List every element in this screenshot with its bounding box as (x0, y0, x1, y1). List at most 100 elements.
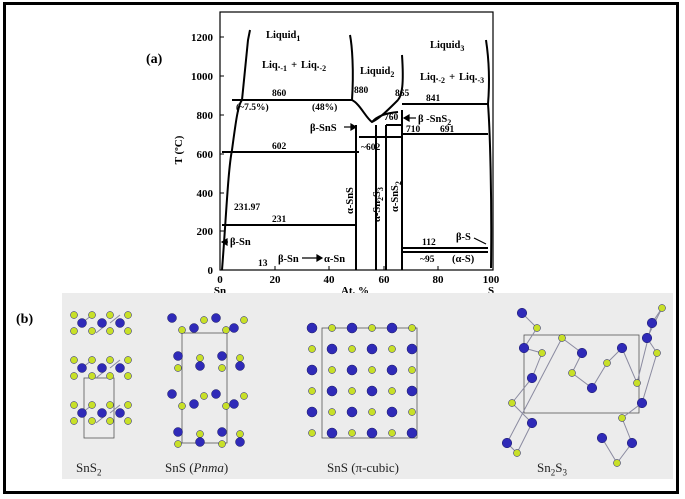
tin-atom (217, 351, 227, 361)
svg-text:Liq.-1+Liq.-2: Liq.-1+Liq.-2 (262, 60, 326, 73)
tin-atom (189, 323, 199, 333)
miscibility-right-1 (349, 34, 354, 101)
miscibility-2 (397, 54, 404, 101)
tin-atom (173, 427, 183, 437)
tin-atom (235, 437, 245, 447)
sulfur-atom (70, 417, 78, 425)
bond (109, 404, 121, 414)
sulfur-atom (368, 324, 376, 332)
svg-text:~602: ~602 (361, 143, 380, 153)
sulfur-atom (240, 392, 248, 400)
svg-text:α-SnS2: α-SnS2 (390, 181, 403, 212)
tin-atom (306, 364, 318, 376)
tin-atom (326, 385, 338, 397)
figure-frame (3, 2, 679, 494)
bond (109, 359, 121, 369)
sulfur-atom (538, 349, 546, 357)
tin-atom (366, 427, 378, 439)
x-tick-60: 60 (379, 274, 391, 286)
sulfur-atom (174, 364, 182, 372)
svg-text:13: 13 (258, 259, 268, 269)
bond (109, 314, 121, 324)
svg-text:(48%): (48%) (312, 102, 337, 113)
sulfur-atom (178, 402, 186, 410)
sulfur-atom (308, 387, 316, 395)
sulfur-atom (70, 311, 78, 319)
sulfur-atom (388, 429, 396, 437)
y-tick-600: 600 (197, 149, 214, 161)
svg-text:Liquid2: Liquid2 (360, 66, 394, 79)
sulfur-atom (388, 387, 396, 395)
sulfur-atom (328, 366, 336, 374)
sulfur-atom (513, 449, 521, 457)
tin-atom (366, 385, 378, 397)
sulfur-atom (408, 324, 416, 332)
svg-text:β-S: β-S (456, 232, 471, 243)
caption-sns-cubic: SnS (π-cubic) (327, 460, 399, 475)
y-tick-0: 0 (208, 265, 214, 277)
sulfur-atom (348, 429, 356, 437)
tin-atom (167, 313, 177, 323)
sulfur-atom (124, 356, 132, 364)
liquidus-right (487, 103, 493, 269)
sulfur-atom (222, 402, 230, 410)
sulfur-atom (106, 311, 114, 319)
sulfur-atom (106, 372, 114, 380)
y-axis-label: T (ºC) (173, 135, 185, 164)
sulfur-atom (196, 354, 204, 362)
tin-atom (406, 385, 418, 397)
svg-text:Liq.-2+Liq.-3: Liq.-2+Liq.-3 (420, 72, 484, 85)
sulfur-atom (348, 387, 356, 395)
caption-sns2: SnS2 (76, 460, 102, 478)
tin-atom (386, 364, 398, 376)
sulfur-atom (178, 326, 186, 334)
liquidus-left (221, 99, 243, 271)
sulfur-atom (196, 430, 204, 438)
tin-atom (77, 408, 87, 418)
y-tick-800: 800 (197, 110, 214, 122)
svg-text:β -SnS2: β -SnS2 (418, 114, 451, 127)
sulfur-atom (603, 359, 611, 367)
sulfur-atom (658, 304, 666, 312)
bond (641, 352, 658, 404)
tin-atom (406, 343, 418, 355)
tin-atom (576, 347, 588, 359)
sulfur-atom (70, 372, 78, 380)
sulfur-atom (218, 440, 226, 448)
panel-b-label: (b) (16, 312, 34, 327)
sulfur-atom (328, 324, 336, 332)
sulfur-atom (200, 316, 208, 324)
tin-atom (346, 322, 358, 334)
svg-text:β-SnS: β-SnS (310, 123, 337, 134)
y-tick-200: 200 (197, 226, 214, 238)
x-tick-40: 40 (324, 274, 336, 286)
tin-atom (211, 313, 221, 323)
sulfur-atom (368, 366, 376, 374)
bond (511, 377, 533, 404)
x-tick-20: 20 (270, 274, 282, 286)
sulfur-atom (124, 401, 132, 409)
sulfur-atom (613, 459, 621, 467)
caption-sns-pnma: SnS (Pnma) (165, 460, 229, 475)
tin-atom (167, 389, 177, 399)
unit-cell (83, 377, 115, 439)
sulfur-atom (348, 345, 356, 353)
unit-cell (181, 332, 228, 444)
tin-atom (526, 372, 538, 384)
sulfur-atom (88, 372, 96, 380)
svg-text:(~7.5%): (~7.5%) (236, 102, 269, 113)
svg-text:880: 880 (354, 86, 369, 96)
sulfur-atom (236, 354, 244, 362)
x-tick-0: 0 (217, 274, 223, 286)
svg-text:α-Sn: α-Sn (324, 254, 345, 265)
tin-atom (386, 406, 398, 418)
sulfur-atom (328, 408, 336, 416)
sulfur-atom (88, 311, 96, 319)
bond (516, 422, 533, 454)
svg-text:β-Sn: β-Sn (230, 237, 251, 248)
tin-atom (195, 437, 205, 447)
sulfur-atom (174, 440, 182, 448)
x-tick-100: 100 (483, 274, 500, 286)
sulfur-atom (308, 345, 316, 353)
sulfur-atom (222, 326, 230, 334)
